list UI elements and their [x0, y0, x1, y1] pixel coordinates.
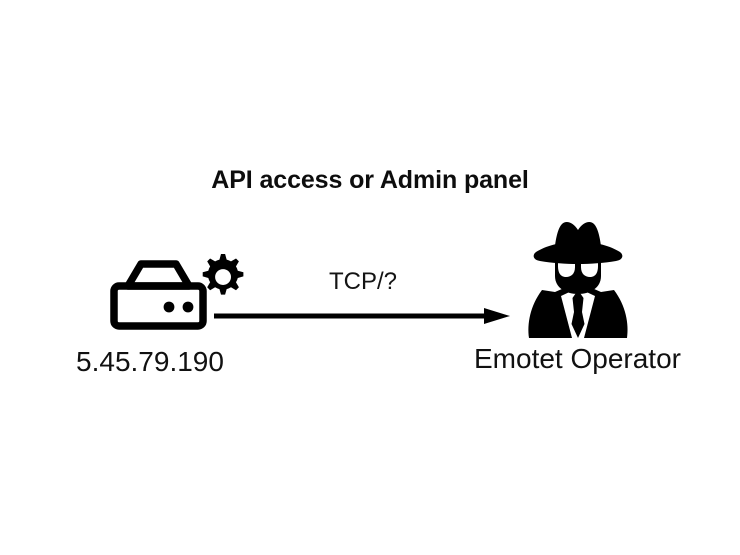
node-source-label: 5.45.79.190: [76, 346, 224, 377]
gear-icon: [202, 254, 244, 295]
node-target-label: Emotet Operator: [474, 343, 681, 374]
spy-hacker-icon: [450, 220, 705, 345]
page-title: API access or Admin panel: [211, 166, 529, 194]
connector-source-to-target: TCP/?: [212, 270, 522, 330]
arrow-right-icon: [212, 304, 512, 328]
node-target-operator: Emotet Operator: [450, 220, 705, 385]
server-led-icon: [163, 301, 175, 313]
arrow-right-icon-svg: [214, 308, 510, 324]
connector-label: TCP/?: [328, 268, 397, 295]
spy-hacker-icon-svg: [528, 222, 628, 338]
node-source-server: 5.45.79.190: [52, 240, 248, 385]
server-led-icon: [182, 301, 194, 313]
server-gear-icon-svg: [110, 254, 244, 330]
server-gear-icon: [52, 240, 248, 350]
